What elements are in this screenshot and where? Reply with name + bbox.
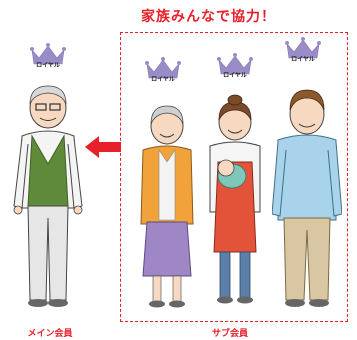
sub-member-caption: サブ会員 bbox=[211, 329, 248, 339]
father-figure bbox=[272, 89, 342, 307]
crown-father: ロイヤル bbox=[283, 36, 323, 66]
crown-mother: ロイヤル bbox=[215, 52, 255, 82]
crown-grandma: ロイヤル bbox=[143, 56, 183, 86]
crown-label: ロイヤル bbox=[151, 76, 175, 83]
main-member-caption: メイン会員 bbox=[27, 329, 73, 339]
headline: 家族みんなで協力！ bbox=[141, 9, 276, 25]
crown-icon bbox=[217, 53, 253, 75]
crown-label: ロイヤル bbox=[291, 56, 315, 63]
crown-main-member: ロイヤル bbox=[28, 42, 68, 72]
crown-label: ロイヤル bbox=[36, 62, 60, 69]
crown-icon bbox=[285, 37, 321, 59]
crown-icon bbox=[30, 43, 66, 65]
mother-figure bbox=[209, 94, 261, 304]
grandma-figure bbox=[140, 105, 194, 308]
crown-label: ロイヤル bbox=[223, 72, 247, 79]
crown-icon bbox=[145, 57, 181, 79]
left-arrow-icon bbox=[85, 136, 121, 158]
sub-members-frame bbox=[120, 32, 348, 322]
grandpa-figure bbox=[13, 85, 83, 307]
